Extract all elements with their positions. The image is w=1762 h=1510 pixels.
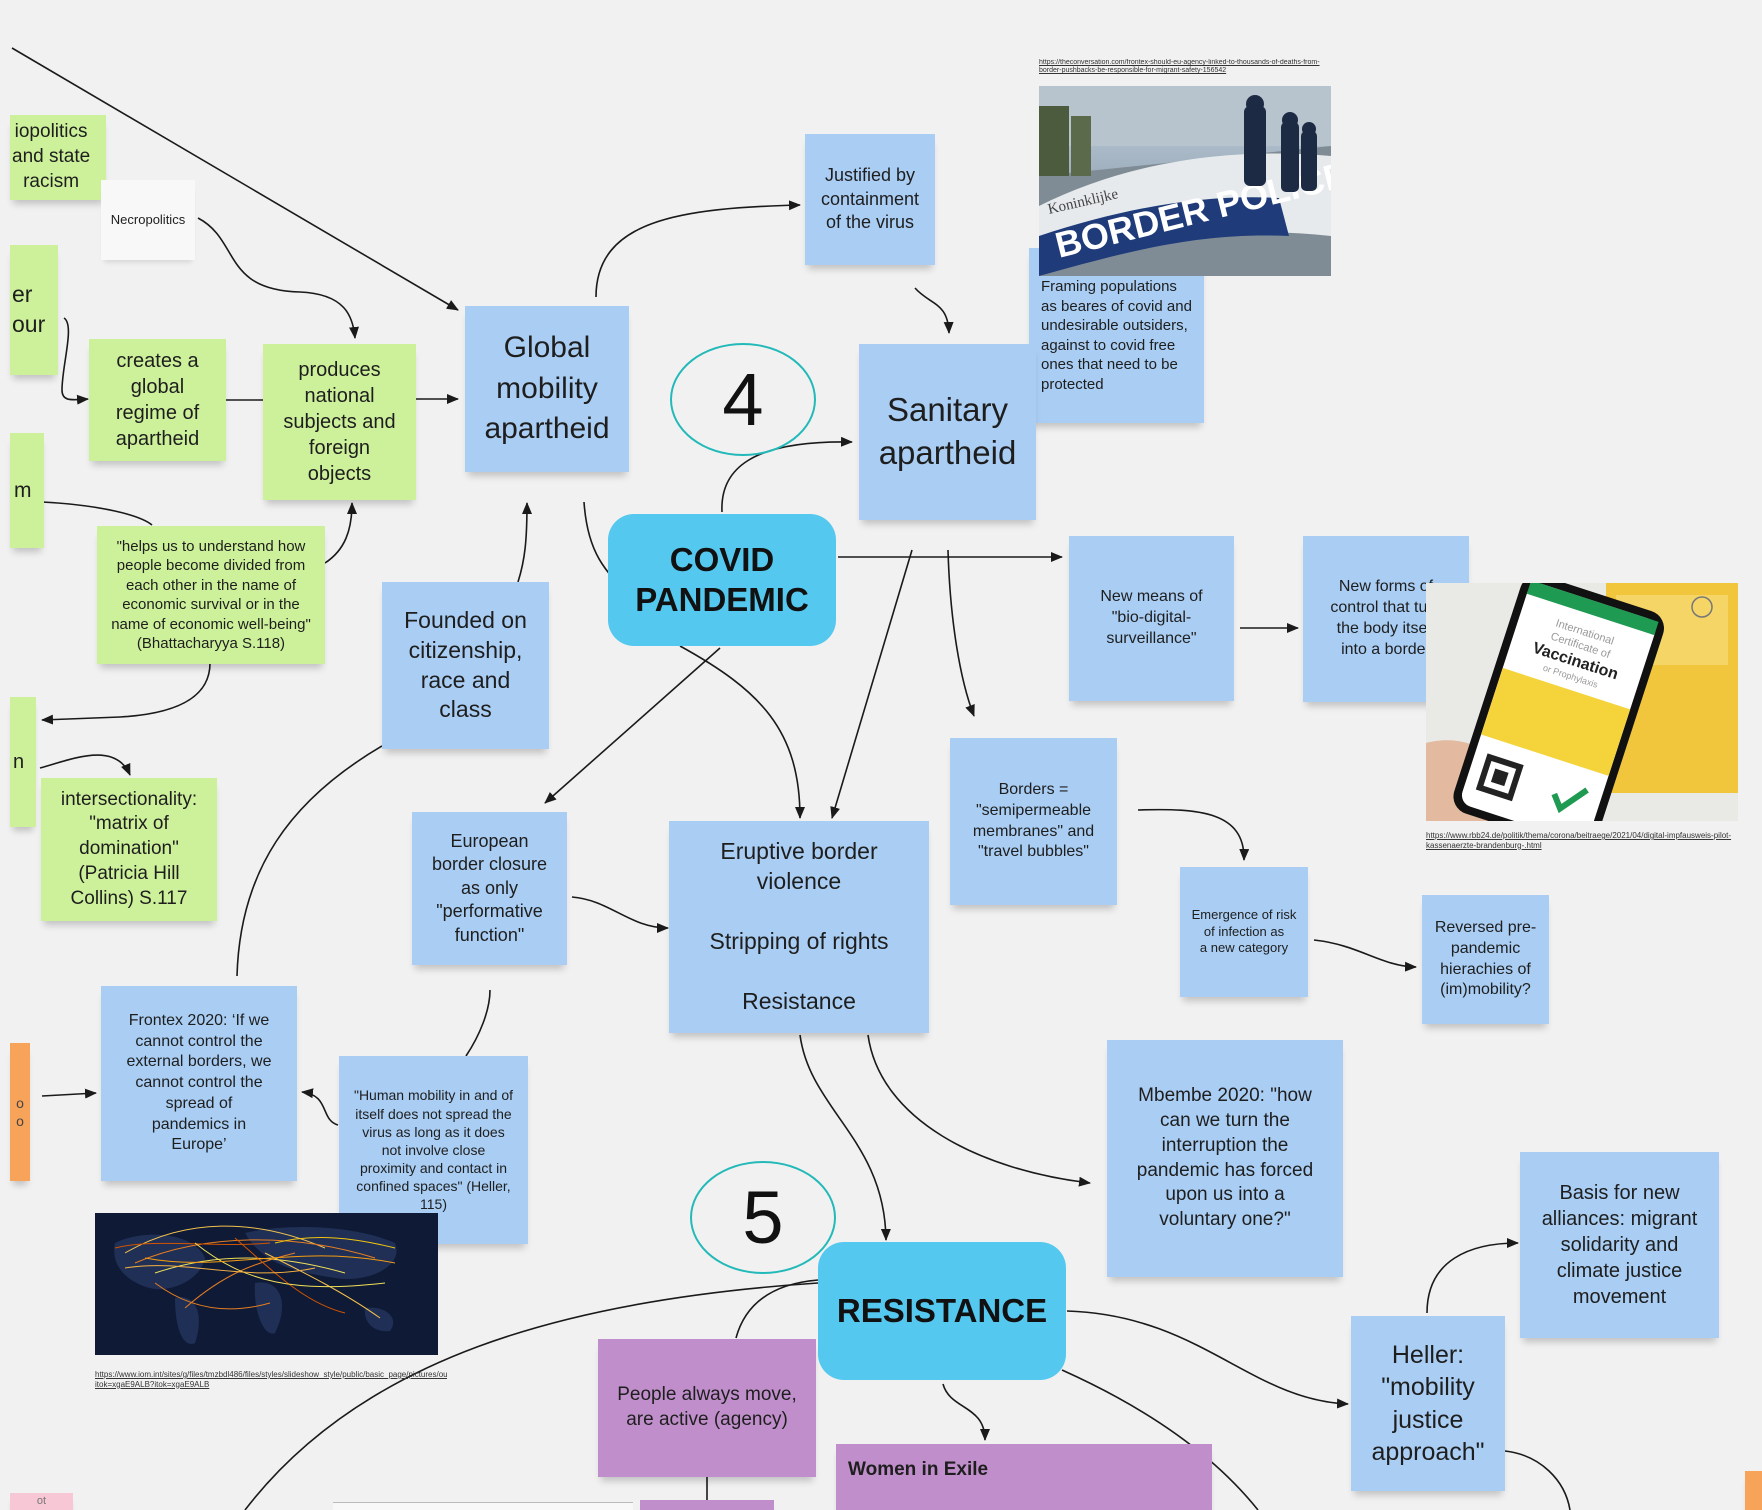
note-borders-semipermeable[interactable]: Borders = "semipermeable membranes" and … (950, 738, 1117, 905)
image-border-police: BORDER POLICE Koninklijke (1039, 86, 1331, 276)
edge-resistance-to-women (942, 1383, 990, 1441)
edge-resistance-to-people (735, 1279, 819, 1339)
note-helps-us-understand[interactable]: "helps us to understand how people becom… (97, 526, 325, 664)
edge-orange-to-frontex (41, 1088, 97, 1099)
edge-resistance-to-heller (1066, 1310, 1349, 1409)
image-world-flight-map (95, 1213, 438, 1355)
note-people-always-move[interactable]: People always move, are active (agency) (598, 1339, 816, 1477)
note-white-partial[interactable] (333, 1502, 633, 1510)
edge-european-to-eruptive (571, 896, 669, 933)
image-vaccination-certificate: International Certificate of Vaccination… (1426, 583, 1738, 821)
caption-border-police[interactable]: https://theconversation.com/frontex-shou… (1039, 59, 1320, 75)
note-emergence-of-risk[interactable]: Emergence of risk of infection as a new … (1180, 867, 1308, 997)
edge-covid-to-european (544, 647, 721, 804)
edge-human-to-frontex (301, 1088, 339, 1126)
edge-justified-to-sanitary (914, 287, 954, 334)
edge-heller-to-right (1504, 1450, 1571, 1510)
edge-n-to-intersectionality (39, 754, 131, 776)
note-creates-global-regime[interactable]: creates a global regime of apartheid (89, 339, 226, 461)
edge-eruptive-to-mbembe (867, 1034, 1091, 1187)
note-framing-populations[interactable]: Framing populations as beares of covid a… (1029, 248, 1204, 423)
edge-covid-to-eruptive-1 (830, 549, 913, 819)
hub-covid-pandemic[interactable]: COVID PANDEMIC (608, 514, 836, 646)
edge-human-to-european (465, 989, 491, 1057)
edge-covid-to-eruptive-2 (679, 645, 805, 819)
note-partial-er-our[interactable]: er our (10, 245, 58, 375)
note-bio-digital-surveillance[interactable]: New means of "bio-digital- surveillance" (1069, 536, 1234, 701)
caption-vaccination[interactable]: https://www.rbb24.de/politik/thema/coron… (1426, 831, 1732, 850)
note-partial-m[interactable]: m (10, 433, 44, 548)
note-heller-mobility-justice[interactable]: Heller: "mobility justice approach" (1351, 1316, 1505, 1491)
edge-m-to-helps (41, 501, 153, 526)
note-justified-by-containment[interactable]: Justified by containment of the virus (805, 134, 935, 265)
vaccination-illustration: International Certificate of Vaccination… (1426, 583, 1738, 821)
edge-emergence-to-reversed (1313, 939, 1417, 972)
note-mbembe-2020[interactable]: Mbembe 2020: "how can we turn the interr… (1107, 1040, 1343, 1277)
note-partial-pink[interactable]: ot (10, 1493, 73, 1510)
edge-helps-to-produces (324, 502, 357, 564)
note-partial-n[interactable]: n (10, 697, 36, 827)
edge-borders-to-emergence (1137, 808, 1250, 861)
note-global-mobility-apartheid[interactable]: Global mobility apartheid (465, 306, 629, 472)
border-police-illustration: BORDER POLICE Koninklijke (1039, 86, 1331, 276)
edge-global-to-justified (595, 200, 801, 298)
caption-world-map[interactable]: https://www.iom.int/sites/g/files/tmzbdl… (95, 1370, 447, 1389)
note-purple-partial[interactable] (640, 1500, 774, 1510)
hub-resistance[interactable]: RESISTANCE (818, 1242, 1066, 1380)
note-intersectionality[interactable]: intersectionality: "matrix of domination… (41, 778, 217, 921)
note-founded-on-citizenship[interactable]: Founded on citizenship, race and class (382, 582, 549, 749)
note-frontex-2020[interactable]: Frontex 2020: ‘If we cannot control the … (101, 986, 297, 1181)
edge-founded-to-global (517, 502, 532, 583)
edge-our-to-creates (61, 317, 89, 405)
note-sanitary-apartheid[interactable]: Sanitary apartheid (859, 344, 1036, 520)
note-partial-orange[interactable]: o o (10, 1043, 30, 1181)
edge-frontex-to-founded (236, 745, 383, 977)
edge-necro-to-produces (197, 217, 359, 339)
note-women-in-exile[interactable]: Women in Exile (836, 1444, 1212, 1510)
section-number-4: 4 (670, 343, 816, 456)
note-human-mobility-heller[interactable]: "Human mobility in and of itself does no… (339, 1056, 528, 1244)
note-basis-for-new-alliances[interactable]: Basis for new alliances: migrant solidar… (1520, 1152, 1719, 1338)
note-reversed-hierarchies[interactable]: Reversed pre- pandemic hierachies of (im… (1422, 895, 1549, 1024)
world-map-illustration (114, 1225, 397, 1344)
note-eruptive-border-violence[interactable]: Eruptive border violence Stripping of ri… (669, 821, 929, 1033)
note-necropolitics[interactable]: Necropolitics (101, 180, 195, 260)
note-partial-orange-right[interactable] (1745, 1471, 1762, 1510)
edge-heller-to-basis (1426, 1238, 1519, 1314)
note-biopolitics[interactable]: iopolitics and state racism (10, 115, 106, 200)
note-produces-national-subjects[interactable]: produces national subjects and foreign o… (263, 344, 416, 500)
section-number-5: 5 (690, 1161, 836, 1274)
edge-helps-to-n (41, 662, 211, 725)
edge-covid-to-borders (947, 549, 975, 717)
note-european-border-closure[interactable]: European border closure as only "perform… (412, 812, 567, 965)
